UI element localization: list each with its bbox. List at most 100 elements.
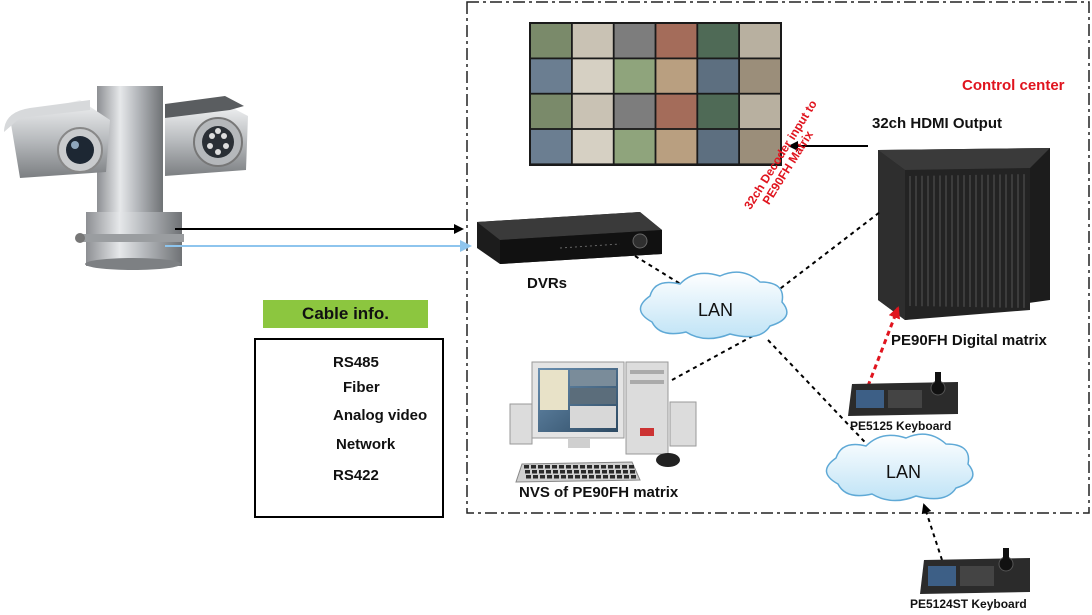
keyboard-key	[615, 465, 620, 469]
video-wall-tile	[531, 59, 571, 93]
video-wall-tile	[531, 94, 571, 129]
legend-item-network: Network	[336, 436, 396, 453]
control-center-border	[466, 1, 1090, 514]
keyboard-key	[603, 475, 608, 479]
keyboard-key	[594, 465, 599, 469]
video-wall-tile	[656, 59, 697, 93]
keyboard-key	[568, 475, 573, 479]
keyboard-key	[630, 470, 635, 474]
keyboard-key	[559, 465, 564, 469]
legend-item-analog-video: Analog video	[333, 407, 428, 424]
keyboard-key	[624, 475, 629, 479]
video-wall-tile	[614, 59, 655, 93]
dvr-image	[477, 212, 662, 264]
video-wall-tile	[698, 24, 739, 58]
hdmi-output-label: 32ch HDMI Output	[872, 115, 1002, 132]
keyboard-key	[545, 465, 550, 469]
keyboard-key	[622, 465, 627, 469]
keyboard-key	[539, 470, 544, 474]
nvs-label: NVS of PE90FH matrix	[519, 484, 679, 501]
video-wall-tile	[572, 59, 613, 93]
nvs-computer-image	[509, 361, 697, 483]
keyboard-key	[531, 465, 536, 469]
pe5125-keyboard-image	[848, 372, 958, 416]
keyboard-key	[526, 475, 531, 479]
keyboard-key	[601, 465, 606, 469]
digital-matrix-image	[878, 148, 1050, 320]
keyboard-key	[596, 475, 601, 479]
keyboard-key	[595, 470, 600, 474]
video-wall-tile	[614, 24, 655, 58]
keyboard-key	[631, 475, 636, 479]
keyboard-key	[589, 475, 594, 479]
keyboard-key	[582, 475, 587, 479]
keyboard-key	[533, 475, 538, 479]
keyboard-key	[581, 470, 586, 474]
keyboard-key	[602, 470, 607, 474]
rs422-link	[866, 306, 901, 387]
keyboard-key	[616, 470, 621, 474]
cable-info-title: Cable info.	[263, 300, 428, 328]
keyboard-key	[567, 470, 572, 474]
video-wall-tile	[698, 59, 739, 93]
keyboard-key	[580, 465, 585, 469]
keyboard-key	[524, 465, 529, 469]
video-wall-tile	[740, 59, 780, 93]
cable-legend	[254, 338, 444, 518]
video-wall-tile	[614, 94, 655, 129]
video-wall-tile	[698, 129, 739, 164]
video-wall-tile	[740, 24, 780, 58]
keyboard-key	[573, 465, 578, 469]
lan-cloud-bottom	[825, 433, 974, 502]
keyboard-key	[587, 465, 592, 469]
keyboard-key	[553, 470, 558, 474]
keyboard-key	[623, 470, 628, 474]
keyboard-key	[546, 470, 551, 474]
video-wall-tile	[572, 94, 613, 129]
legend-item-fiber: Fiber	[343, 379, 380, 396]
keyboard-key	[575, 475, 580, 479]
video-wall-image	[529, 22, 782, 166]
video-wall-tile	[614, 129, 655, 164]
keyboard-key	[610, 475, 615, 479]
keyboard-key	[617, 475, 622, 479]
keyboard-key	[609, 470, 614, 474]
video-wall-tile	[531, 129, 571, 164]
video-wall-tile	[698, 94, 739, 129]
video-wall-tile	[572, 129, 613, 164]
keyboard-key	[552, 465, 557, 469]
keyboard-key	[560, 470, 565, 474]
keyboard-key	[566, 465, 571, 469]
keyboard-key	[588, 470, 593, 474]
video-wall-tile	[656, 129, 697, 164]
video-wall-tile	[740, 94, 780, 129]
pe5125-keyboard-label: PE5125 Keyboard	[850, 419, 952, 433]
pe5124st-keyboard-image	[920, 548, 1030, 594]
keyboard-key	[532, 470, 537, 474]
pe5124st-keyboard-label: PE5124ST Keyboard	[910, 597, 1027, 611]
lan-cloud-top	[639, 271, 788, 340]
video-wall-tile	[531, 24, 571, 58]
video-wall-tile	[656, 94, 697, 129]
lan-top-label: LAN	[698, 300, 734, 320]
video-wall-tile	[656, 24, 697, 58]
keyboard-key	[554, 475, 559, 479]
keyboard-key	[629, 465, 634, 469]
video-wall-tile	[740, 129, 780, 164]
keyboard-key	[540, 475, 545, 479]
video-wall-tile	[572, 24, 613, 58]
keyboard-network-arrow	[921, 503, 943, 561]
lan-bottom-label: LAN	[886, 462, 922, 482]
legend-item-rs485: RS485	[333, 354, 379, 371]
digital-matrix-label: PE90FH Digital matrix	[891, 332, 1047, 349]
legend-item-rs422: RS422	[333, 467, 379, 484]
keyboard-key	[547, 475, 552, 479]
keyboard-key	[538, 465, 543, 469]
control-center-label: Control center	[962, 77, 1065, 94]
keyboard-key	[574, 470, 579, 474]
ptz-camera-image	[4, 86, 248, 270]
keyboard-key	[561, 475, 566, 479]
keyboard-key	[608, 465, 613, 469]
keyboard-key	[525, 470, 530, 474]
dvrs-label: DVRs	[527, 275, 568, 292]
